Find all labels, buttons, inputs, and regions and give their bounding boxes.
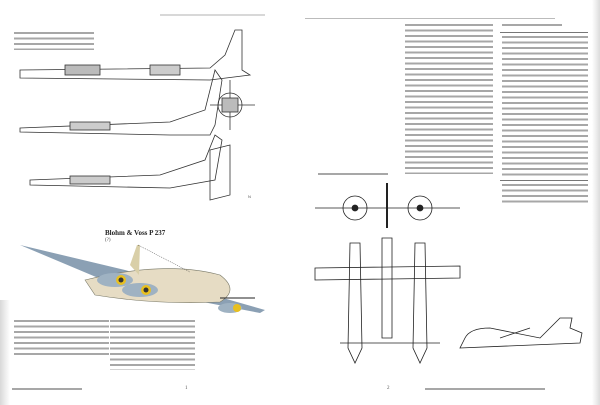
page-number-right: 2 xyxy=(387,386,390,391)
three-view-drawing-right xyxy=(314,183,583,364)
drawing-caption-right xyxy=(318,173,388,176)
body-text-column-2 xyxy=(110,320,195,370)
right-page: 2 xyxy=(300,0,600,405)
page-number-left: 1 xyxy=(185,386,188,391)
running-footer-right xyxy=(425,388,545,391)
specs-notes xyxy=(502,184,588,206)
svg-text:N: N xyxy=(248,194,251,199)
specs-table xyxy=(502,36,588,176)
specs-table-title xyxy=(502,24,562,27)
three-view-drawing: N xyxy=(19,14,265,201)
drawing-caption xyxy=(14,32,94,50)
body-text-column xyxy=(405,24,493,174)
illustration-title: Blohm & Voss P 237 xyxy=(105,229,166,237)
aircraft-color-illustration xyxy=(20,244,265,313)
illustration-subtitle: (?) xyxy=(105,238,111,243)
body-text-column-1 xyxy=(14,320,109,358)
left-page: N Blohm & Voss P 237 (?) 1 xyxy=(0,14,265,405)
running-footer xyxy=(12,388,82,391)
